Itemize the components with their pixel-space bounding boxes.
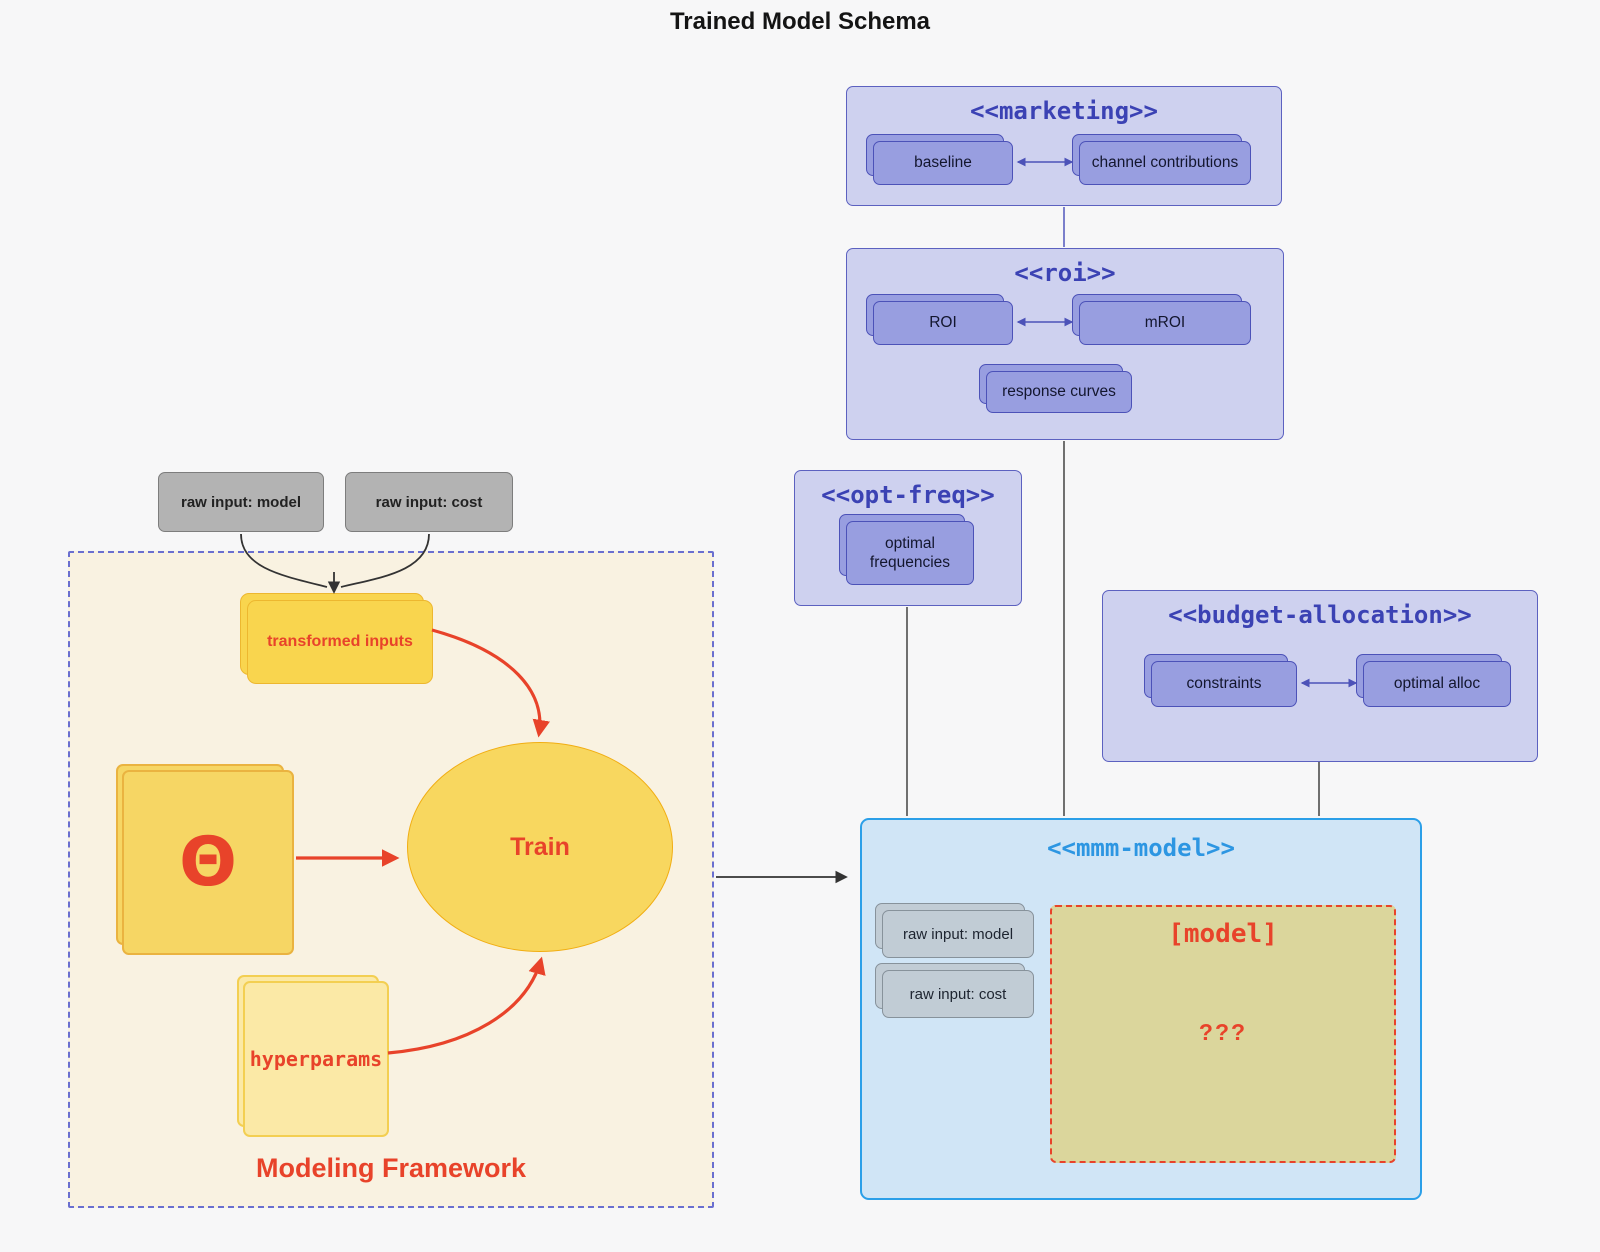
modeling-framework-label: Modeling Framework — [255, 1153, 527, 1183]
node-optimal-alloc-label: optimal alloc — [1393, 675, 1481, 693]
node-mmm-raw-input-model: raw input: model — [875, 903, 1034, 958]
node-mroi-label: mROI — [1144, 314, 1186, 332]
node-optimal-frequencies-label: optimal frequencies — [869, 534, 951, 571]
node-channel-contributions-label: channel contributions — [1091, 154, 1239, 172]
node-train-label: Train — [510, 832, 570, 861]
group-roi-title: <<roi>> — [1014, 259, 1116, 287]
node-raw-input-model: raw input: model — [151, 465, 324, 532]
node-baseline-label: baseline — [914, 154, 972, 172]
node-theta: Θ — [116, 764, 294, 955]
node-response-curves: response curves — [979, 364, 1132, 413]
diagram-title: Trained Model Schema — [669, 8, 931, 35]
node-mmm-raw-input-cost: raw input: cost — [875, 963, 1034, 1018]
node-raw-input-cost-label: raw input: cost — [375, 493, 483, 511]
group-opt-freq: <<opt-freq>> optimal frequencies — [794, 470, 1022, 606]
node-optimal-alloc: optimal alloc — [1356, 654, 1511, 707]
node-theta-label: Θ — [179, 823, 237, 902]
group-budget-allocation: <<budget-allocation>> constraints optima… — [1102, 590, 1538, 762]
node-baseline: baseline — [866, 134, 1013, 185]
node-mroi: mROI — [1072, 294, 1251, 345]
model-placeholder-box: [model] ??? — [1050, 905, 1396, 1163]
group-modeling-framework: transformed inputs Θ Train hyperparams M… — [68, 551, 714, 1208]
node-hyperparams: hyperparams — [237, 975, 389, 1137]
group-mmm-model-title: <<mmm-model>> — [1047, 834, 1235, 862]
node-channel-contributions: channel contributions — [1072, 134, 1251, 185]
group-marketing-title: <<marketing>> — [970, 97, 1158, 125]
node-response-curves-label: response curves — [1002, 383, 1116, 401]
group-roi: <<roi>> ROI mROI response curves — [846, 248, 1284, 440]
node-transformed-inputs: transformed inputs — [240, 593, 433, 684]
node-train: Train — [407, 742, 673, 952]
node-raw-input-model-label: raw input: model — [181, 493, 301, 511]
group-marketing: <<marketing>> baseline channel contribut… — [846, 86, 1282, 206]
node-constraints: constraints — [1144, 654, 1297, 707]
node-mmm-raw-input-cost-label: raw input: cost — [909, 985, 1007, 1003]
node-hyperparams-label: hyperparams — [249, 1047, 383, 1071]
node-roi: ROI — [866, 294, 1013, 345]
model-box-unknown: ??? — [1198, 1019, 1248, 1045]
group-budget-allocation-title: <<budget-allocation>> — [1168, 601, 1472, 629]
model-box-title: [model] — [1168, 919, 1278, 949]
node-raw-input-cost: raw input: cost — [338, 465, 513, 532]
group-opt-freq-title: <<opt-freq>> — [821, 481, 995, 509]
node-constraints-label: constraints — [1186, 675, 1262, 693]
node-transformed-inputs-label: transformed inputs — [267, 633, 413, 650]
group-mmm-model: <<mmm-model>> raw input: model raw input… — [860, 818, 1422, 1200]
node-optimal-frequencies: optimal frequencies — [839, 514, 974, 585]
node-mmm-raw-input-model-label: raw input: model — [902, 925, 1014, 943]
node-roi-label: ROI — [929, 314, 957, 332]
